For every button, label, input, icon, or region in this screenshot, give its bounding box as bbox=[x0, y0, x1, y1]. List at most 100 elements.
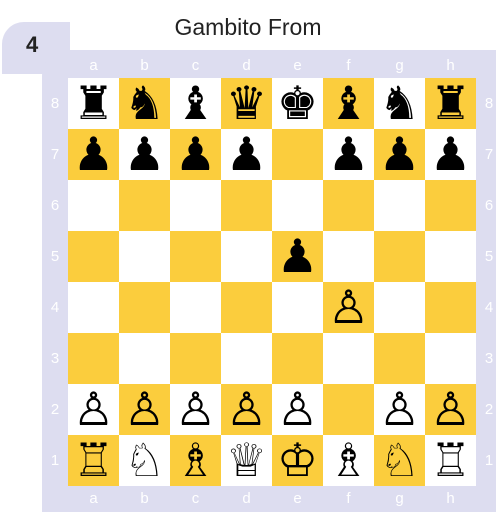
square-f7[interactable]: ♟ bbox=[323, 129, 374, 180]
square-g5[interactable] bbox=[374, 231, 425, 282]
white-rook-icon[interactable]: ♖ bbox=[425, 435, 476, 486]
white-king-icon[interactable]: ♔ bbox=[272, 435, 323, 486]
square-a2[interactable]: ♙ bbox=[68, 384, 119, 435]
square-d5[interactable] bbox=[221, 231, 272, 282]
square-b3[interactable] bbox=[119, 333, 170, 384]
square-g1[interactable]: ♘ bbox=[374, 435, 425, 486]
square-e8[interactable]: ♚ bbox=[272, 78, 323, 129]
white-knight-icon[interactable]: ♘ bbox=[374, 435, 425, 486]
square-d3[interactable] bbox=[221, 333, 272, 384]
rank-label-7: 7 bbox=[476, 129, 496, 180]
white-bishop-icon[interactable]: ♗ bbox=[170, 435, 221, 486]
white-pawn-icon[interactable]: ♙ bbox=[221, 384, 272, 435]
black-pawn-icon[interactable]: ♟ bbox=[170, 129, 221, 180]
square-b1[interactable]: ♘ bbox=[119, 435, 170, 486]
square-b5[interactable] bbox=[119, 231, 170, 282]
square-e6[interactable] bbox=[272, 180, 323, 231]
square-e7[interactable] bbox=[272, 129, 323, 180]
square-b8[interactable]: ♞ bbox=[119, 78, 170, 129]
square-c5[interactable] bbox=[170, 231, 221, 282]
white-pawn-icon[interactable]: ♙ bbox=[68, 384, 119, 435]
square-a4[interactable] bbox=[68, 282, 119, 333]
square-c3[interactable] bbox=[170, 333, 221, 384]
square-h5[interactable] bbox=[425, 231, 476, 282]
black-pawn-icon[interactable]: ♟ bbox=[68, 129, 119, 180]
square-h4[interactable] bbox=[425, 282, 476, 333]
black-rook-icon[interactable]: ♜ bbox=[68, 78, 119, 129]
square-c6[interactable] bbox=[170, 180, 221, 231]
square-h7[interactable]: ♟ bbox=[425, 129, 476, 180]
white-pawn-icon[interactable]: ♙ bbox=[119, 384, 170, 435]
square-f8[interactable]: ♝ bbox=[323, 78, 374, 129]
square-c4[interactable] bbox=[170, 282, 221, 333]
square-b4[interactable] bbox=[119, 282, 170, 333]
black-rook-icon[interactable]: ♜ bbox=[425, 78, 476, 129]
square-b2[interactable]: ♙ bbox=[119, 384, 170, 435]
square-h3[interactable] bbox=[425, 333, 476, 384]
square-a5[interactable] bbox=[68, 231, 119, 282]
diagram-title: Gambito From bbox=[0, 14, 496, 41]
square-h6[interactable] bbox=[425, 180, 476, 231]
white-pawn-icon[interactable]: ♙ bbox=[272, 384, 323, 435]
square-g8[interactable]: ♞ bbox=[374, 78, 425, 129]
square-b6[interactable] bbox=[119, 180, 170, 231]
square-c7[interactable]: ♟ bbox=[170, 129, 221, 180]
square-c2[interactable]: ♙ bbox=[170, 384, 221, 435]
square-g2[interactable]: ♙ bbox=[374, 384, 425, 435]
square-h8[interactable]: ♜ bbox=[425, 78, 476, 129]
square-f4[interactable]: ♙ bbox=[323, 282, 374, 333]
square-e3[interactable] bbox=[272, 333, 323, 384]
black-pawn-icon[interactable]: ♟ bbox=[272, 231, 323, 282]
square-a3[interactable] bbox=[68, 333, 119, 384]
square-a8[interactable]: ♜ bbox=[68, 78, 119, 129]
square-d1[interactable]: ♕ bbox=[221, 435, 272, 486]
square-g4[interactable] bbox=[374, 282, 425, 333]
white-bishop-icon[interactable]: ♗ bbox=[323, 435, 374, 486]
square-h1[interactable]: ♖ bbox=[425, 435, 476, 486]
black-pawn-icon[interactable]: ♟ bbox=[374, 129, 425, 180]
square-f3[interactable] bbox=[323, 333, 374, 384]
square-g3[interactable] bbox=[374, 333, 425, 384]
square-f1[interactable]: ♗ bbox=[323, 435, 374, 486]
square-d8[interactable]: ♛ bbox=[221, 78, 272, 129]
black-bishop-icon[interactable]: ♝ bbox=[170, 78, 221, 129]
square-d4[interactable] bbox=[221, 282, 272, 333]
square-g6[interactable] bbox=[374, 180, 425, 231]
square-f2[interactable] bbox=[323, 384, 374, 435]
square-c1[interactable]: ♗ bbox=[170, 435, 221, 486]
square-h2[interactable]: ♙ bbox=[425, 384, 476, 435]
square-e4[interactable] bbox=[272, 282, 323, 333]
square-e2[interactable]: ♙ bbox=[272, 384, 323, 435]
white-pawn-icon[interactable]: ♙ bbox=[425, 384, 476, 435]
square-g7[interactable]: ♟ bbox=[374, 129, 425, 180]
square-d2[interactable]: ♙ bbox=[221, 384, 272, 435]
black-queen-icon[interactable]: ♛ bbox=[221, 78, 272, 129]
white-pawn-icon[interactable]: ♙ bbox=[374, 384, 425, 435]
white-queen-icon[interactable]: ♕ bbox=[221, 435, 272, 486]
black-pawn-icon[interactable]: ♟ bbox=[221, 129, 272, 180]
square-e1[interactable]: ♔ bbox=[272, 435, 323, 486]
white-pawn-icon[interactable]: ♙ bbox=[170, 384, 221, 435]
square-d7[interactable]: ♟ bbox=[221, 129, 272, 180]
square-a6[interactable] bbox=[68, 180, 119, 231]
black-knight-icon[interactable]: ♞ bbox=[119, 78, 170, 129]
file-label-g: g bbox=[374, 488, 425, 510]
white-knight-icon[interactable]: ♘ bbox=[119, 435, 170, 486]
black-pawn-icon[interactable]: ♟ bbox=[119, 129, 170, 180]
black-king-icon[interactable]: ♚ bbox=[272, 78, 323, 129]
white-pawn-icon[interactable]: ♙ bbox=[323, 282, 374, 333]
black-bishop-icon[interactable]: ♝ bbox=[323, 78, 374, 129]
square-b7[interactable]: ♟ bbox=[119, 129, 170, 180]
square-c8[interactable]: ♝ bbox=[170, 78, 221, 129]
square-a1[interactable]: ♖ bbox=[68, 435, 119, 486]
square-d6[interactable] bbox=[221, 180, 272, 231]
file-label-a: a bbox=[68, 55, 119, 77]
black-knight-icon[interactable]: ♞ bbox=[374, 78, 425, 129]
square-f6[interactable] bbox=[323, 180, 374, 231]
black-pawn-icon[interactable]: ♟ bbox=[323, 129, 374, 180]
white-rook-icon[interactable]: ♖ bbox=[68, 435, 119, 486]
square-f5[interactable] bbox=[323, 231, 374, 282]
black-pawn-icon[interactable]: ♟ bbox=[425, 129, 476, 180]
square-a7[interactable]: ♟ bbox=[68, 129, 119, 180]
square-e5[interactable]: ♟ bbox=[272, 231, 323, 282]
